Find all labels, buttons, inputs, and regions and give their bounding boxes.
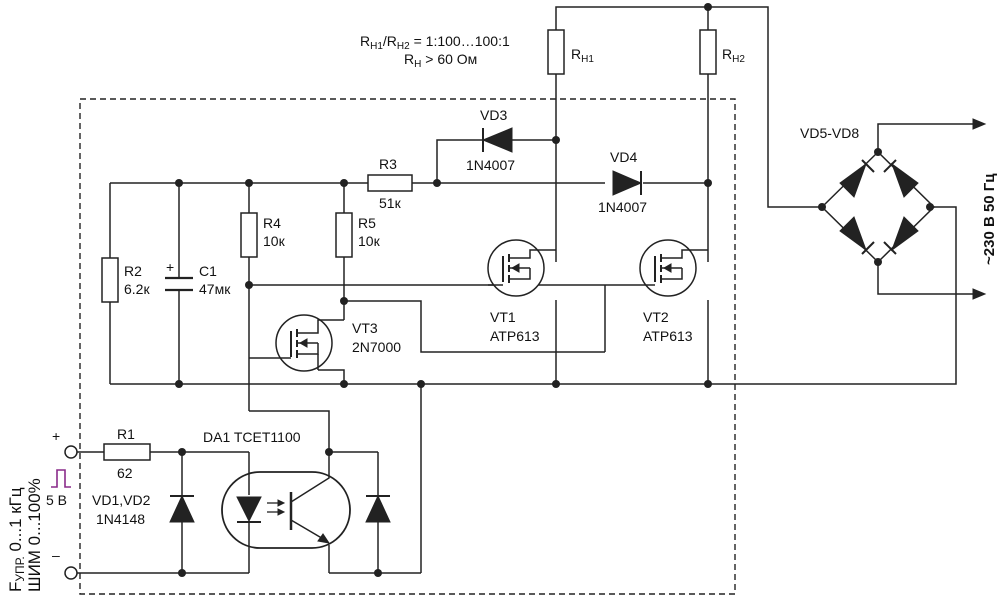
vt2-name: VT2: [643, 309, 669, 325]
pulse-icon: [51, 469, 71, 488]
vd1vd2-type: 1N4148: [96, 511, 145, 527]
r5-name: R5: [358, 215, 376, 231]
diode-vd4: [612, 170, 643, 196]
diode-vd3: [475, 127, 513, 153]
resistor-rh1: [547, 29, 565, 75]
r1-name: R1: [117, 426, 135, 442]
load-ratio-label: RH1/RH2 = 1:100…100:1: [360, 33, 510, 52]
vd4-type: 1N4007: [598, 199, 647, 215]
resistor-r4: [240, 212, 258, 258]
input-terminal-plus: [64, 445, 78, 459]
vt1-name: VT1: [490, 309, 516, 325]
vd3-type: 1N4007: [466, 157, 515, 173]
resistor-r2: [101, 257, 119, 303]
rh2-label: RH2: [722, 46, 745, 65]
capacitor-c1: [165, 276, 193, 292]
r2-value: 6.2к: [124, 281, 150, 297]
c1-name: C1: [199, 263, 217, 279]
vt3-type: 2N7000: [352, 339, 401, 355]
vt2-type: ATP613: [643, 328, 693, 344]
load-min-label: RH > 60 Ом: [404, 51, 477, 70]
bridge-label: VD5-VD8: [800, 125, 859, 141]
input-plus-label: +: [52, 428, 60, 444]
da1-label: DA1 TCET1100: [203, 429, 301, 445]
junctions: [175, 3, 934, 577]
mosfet-vt1: [487, 239, 556, 297]
r3-name: R3: [379, 156, 397, 172]
mosfet-vt2: [639, 239, 708, 297]
vd3-name: VD3: [480, 107, 507, 123]
diode-vd1: [169, 494, 195, 523]
rh1-label: RH1: [571, 46, 594, 65]
c1-value: 47мк: [199, 281, 231, 297]
input-pwm-label: ШИМ 0...100%: [25, 478, 44, 592]
resistor-rh2: [699, 29, 717, 75]
input-frequency-label: FУПР. 0...1 кГц: [6, 487, 27, 592]
ac-output-arrow-top: [972, 118, 987, 130]
c1-polarity: +: [166, 259, 174, 275]
resistor-r5: [335, 212, 353, 258]
r4-value: 10к: [263, 233, 286, 249]
input-amplitude-label: 5 В: [46, 492, 67, 508]
diode-vd2: [365, 494, 391, 523]
diode-bridge: [820, 150, 936, 264]
r2-name: R2: [124, 263, 142, 279]
vt1-type: ATP613: [490, 328, 540, 344]
r4-name: R4: [263, 215, 281, 231]
input-terminal-minus: [64, 566, 78, 580]
resistor-r3: [367, 174, 413, 192]
r5-value: 10к: [358, 233, 381, 249]
r3-value: 51к: [379, 195, 402, 211]
vd1vd2-name: VD1,VD2: [92, 492, 151, 508]
ac-output-arrow-bottom: [972, 288, 987, 300]
r1-value: 62: [117, 465, 133, 481]
vt3-name: VT3: [352, 320, 378, 336]
mains-label: ~230 В 50 Гц: [981, 173, 998, 265]
optocoupler-da1: [221, 471, 351, 549]
resistor-r1: [103, 443, 151, 461]
input-minus-label: –: [52, 547, 60, 563]
module-boundary: [79, 98, 736, 595]
vd4-name: VD4: [610, 149, 637, 165]
mosfet-vt3: [275, 314, 333, 372]
